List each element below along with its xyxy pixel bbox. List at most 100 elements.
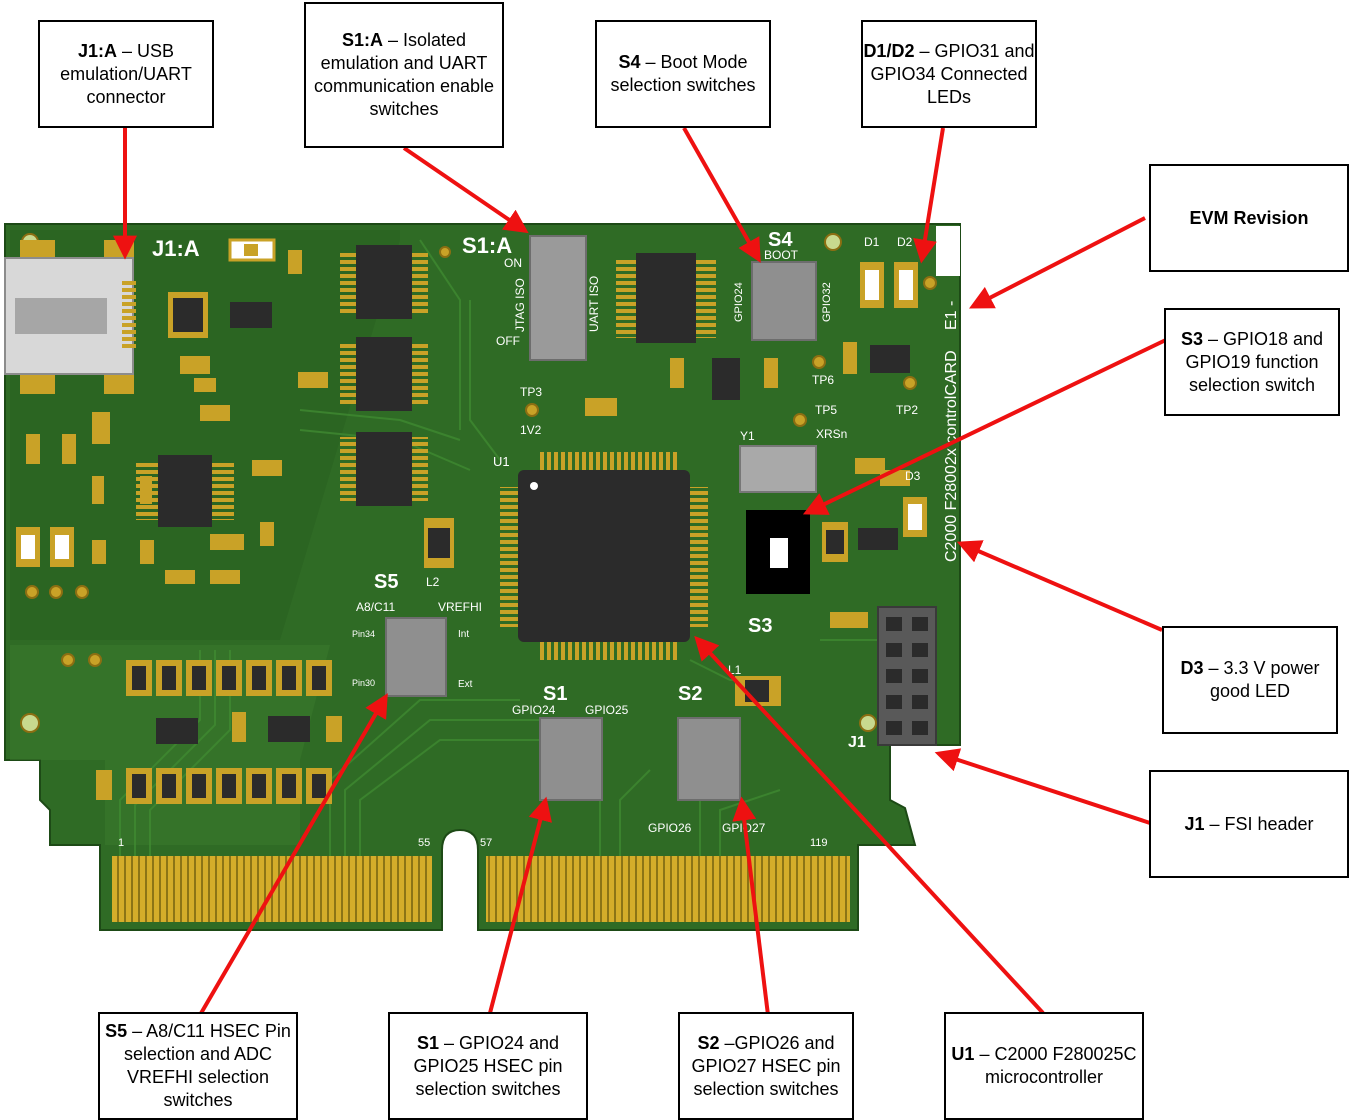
edge-fingers-right: [486, 856, 850, 922]
callout-j1-bold: J1: [1184, 813, 1205, 834]
switch-s5: [385, 617, 447, 697]
leds-d3a-d4a: [16, 527, 74, 567]
callout-s1-text: S1 – GPIO24 and GPIO25 HSEC pin selectio…: [390, 1032, 586, 1101]
usb-connector: [4, 240, 136, 394]
silk-on: ON: [504, 256, 522, 270]
crystal-y1: [739, 445, 817, 493]
silk-u1: U1: [493, 454, 510, 469]
chip-u4a: [158, 455, 212, 527]
switch-s4: [751, 261, 817, 341]
silk-s5: S5: [374, 571, 398, 593]
callout-u1-desc: – C2000 F280025C microcontroller: [974, 1044, 1137, 1087]
silk-pin1: 1: [118, 837, 124, 849]
callout-s3-text: S3 – GPIO18 and GPIO19 function selectio…: [1166, 328, 1338, 397]
silk-jtag-iso: JTAG ISO: [513, 278, 527, 332]
mcu-u1: [500, 452, 708, 660]
silk-1v2: 1V2: [520, 423, 542, 437]
silk-int: Int: [458, 629, 469, 640]
callout-j1: J1 – FSI header: [1149, 770, 1349, 878]
callout-d3: D3 – 3.3 V power good LED: [1162, 626, 1338, 734]
callout-u1-text: U1 – C2000 F280025C microcontroller: [946, 1043, 1142, 1089]
silk-gpio32-s4: GPIO32: [821, 282, 833, 322]
silk-ext: Ext: [458, 679, 473, 690]
callout-u1-bold: U1: [951, 1044, 975, 1064]
callout-d3-text: D3 – 3.3 V power good LED: [1164, 657, 1336, 703]
callout-evm-bold: EVM Revision: [1189, 207, 1309, 228]
chip-u2: [870, 345, 910, 373]
chip-u1a: [230, 302, 272, 328]
silk-xrsn: XRSn: [816, 427, 847, 441]
callout-s2: S2 –GPIO26 and GPIO27 HSEC pin selection…: [678, 1012, 854, 1120]
silk-gpio27: GPIO27: [722, 821, 766, 835]
silk-l2: L2: [426, 575, 440, 589]
silk-gpio25: GPIO25: [585, 703, 629, 717]
callout-d3-bold: D3: [1180, 658, 1204, 678]
silk-board-name: C2000 F28002x controlCARD: [943, 350, 960, 562]
callout-s5-text: S5 – A8/C11 HSEC Pin selection and ADC V…: [100, 1020, 296, 1112]
callout-s2-bold: S2: [697, 1032, 720, 1053]
silk-tp6: TP6: [812, 373, 834, 387]
silk-tp3: TP3: [520, 385, 542, 399]
callout-d3-desc: – 3.3 V power good LED: [1203, 658, 1320, 701]
callout-j1a-desc: – USB emulation/UART connector: [60, 40, 192, 107]
silk-gpio24-s4: GPIO24: [733, 282, 745, 322]
silk-pin55: 55: [418, 837, 430, 849]
callout-evm-text: EVM Revision: [1189, 207, 1308, 230]
switch-s1a: [529, 235, 587, 361]
silk-pin57: 57: [480, 837, 492, 849]
silk-pin34: Pin34: [352, 629, 375, 639]
callout-s2-desc: –GPIO26 and GPIO27 HSEC pin selection sw…: [691, 1032, 841, 1099]
silk-rev: E1 -: [943, 301, 960, 330]
callout-s5-desc: – A8/C11 HSEC Pin selection and ADC VREF…: [123, 1021, 291, 1110]
callout-evm: EVM Revision: [1149, 164, 1349, 272]
silk-gpio26: GPIO26: [648, 821, 692, 835]
silk-vrefhi: VREFHI: [438, 600, 482, 614]
isolator-chips: [340, 245, 428, 506]
callout-s1a-text: S1:A – Isolated emulation and UART commu…: [306, 29, 502, 121]
callout-j1-text: J1 – FSI header: [1184, 813, 1313, 836]
silk-tp2: TP2: [896, 403, 918, 417]
switch-s2: [677, 717, 741, 801]
silk-s1: S1: [543, 683, 567, 705]
callout-s3-bold: S3: [1180, 328, 1203, 349]
callout-s3-desc: – GPIO18 and GPIO19 function selection s…: [1185, 328, 1324, 395]
callout-s4-text: S4 – Boot Mode selection switches: [597, 51, 769, 97]
callout-j1-desc: – FSI header: [1204, 813, 1314, 834]
switch-s1: [539, 717, 603, 801]
silk-pin119: 119: [810, 837, 828, 849]
callout-d1d2: D1/D2 – GPIO31 and GPIO34 Connected LEDs: [861, 20, 1037, 128]
edge-fingers-left: [112, 856, 432, 922]
silk-y1: Y1: [740, 429, 755, 443]
callout-j1a: J1:A – USB emulation/UART connector: [38, 20, 214, 128]
callout-s2-text: S2 –GPIO26 and GPIO27 HSEC pin selection…: [680, 1032, 852, 1101]
callout-s5-bold: S5: [105, 1021, 128, 1041]
silk-j1a: J1:A: [152, 236, 200, 261]
callout-j1a-bold: J1:A: [77, 40, 117, 61]
callout-d1d2-desc: – GPIO31 and GPIO34 Connected LEDs: [870, 40, 1035, 107]
callout-j1a-text: J1:A – USB emulation/UART connector: [40, 40, 212, 109]
callout-s3: S3 – GPIO18 and GPIO19 function selectio…: [1164, 308, 1340, 416]
silk-d2: D2: [897, 235, 913, 249]
callout-s1: S1 – GPIO24 and GPIO25 HSEC pin selectio…: [388, 1012, 588, 1120]
silk-s4: S4: [768, 229, 793, 251]
callout-s4-bold: S4: [618, 52, 641, 72]
silk-pin30: Pin30: [352, 678, 375, 688]
callout-s1-desc: – GPIO24 and GPIO25 HSEC pin selection s…: [413, 1032, 563, 1099]
silk-d1: D1: [864, 235, 880, 249]
callout-s5: S5 – A8/C11 HSEC Pin selection and ADC V…: [98, 1012, 298, 1120]
callout-s1a: S1:A – Isolated emulation and UART commu…: [304, 2, 504, 148]
silk-s1a: S1:A: [462, 233, 512, 258]
callout-d1d2-text: D1/D2 – GPIO31 and GPIO34 Connected LEDs: [863, 40, 1035, 109]
silk-boot: BOOT: [764, 248, 799, 262]
silk-gpio24: GPIO24: [512, 703, 556, 717]
callout-s1a-bold: S1:A: [341, 30, 383, 50]
silk-a8c11: A8/C11: [356, 600, 395, 614]
led-d3: [903, 497, 927, 537]
silk-s2: S2: [678, 683, 702, 705]
silk-uart-iso: UART ISO: [587, 276, 601, 332]
silk-j1: J1: [848, 734, 866, 751]
callout-d1d2-bold: D1/D2: [863, 40, 915, 61]
silk-l1: L1: [728, 663, 742, 677]
silk-tp5: TP5: [815, 403, 837, 417]
silk-d3: D3: [905, 469, 921, 483]
